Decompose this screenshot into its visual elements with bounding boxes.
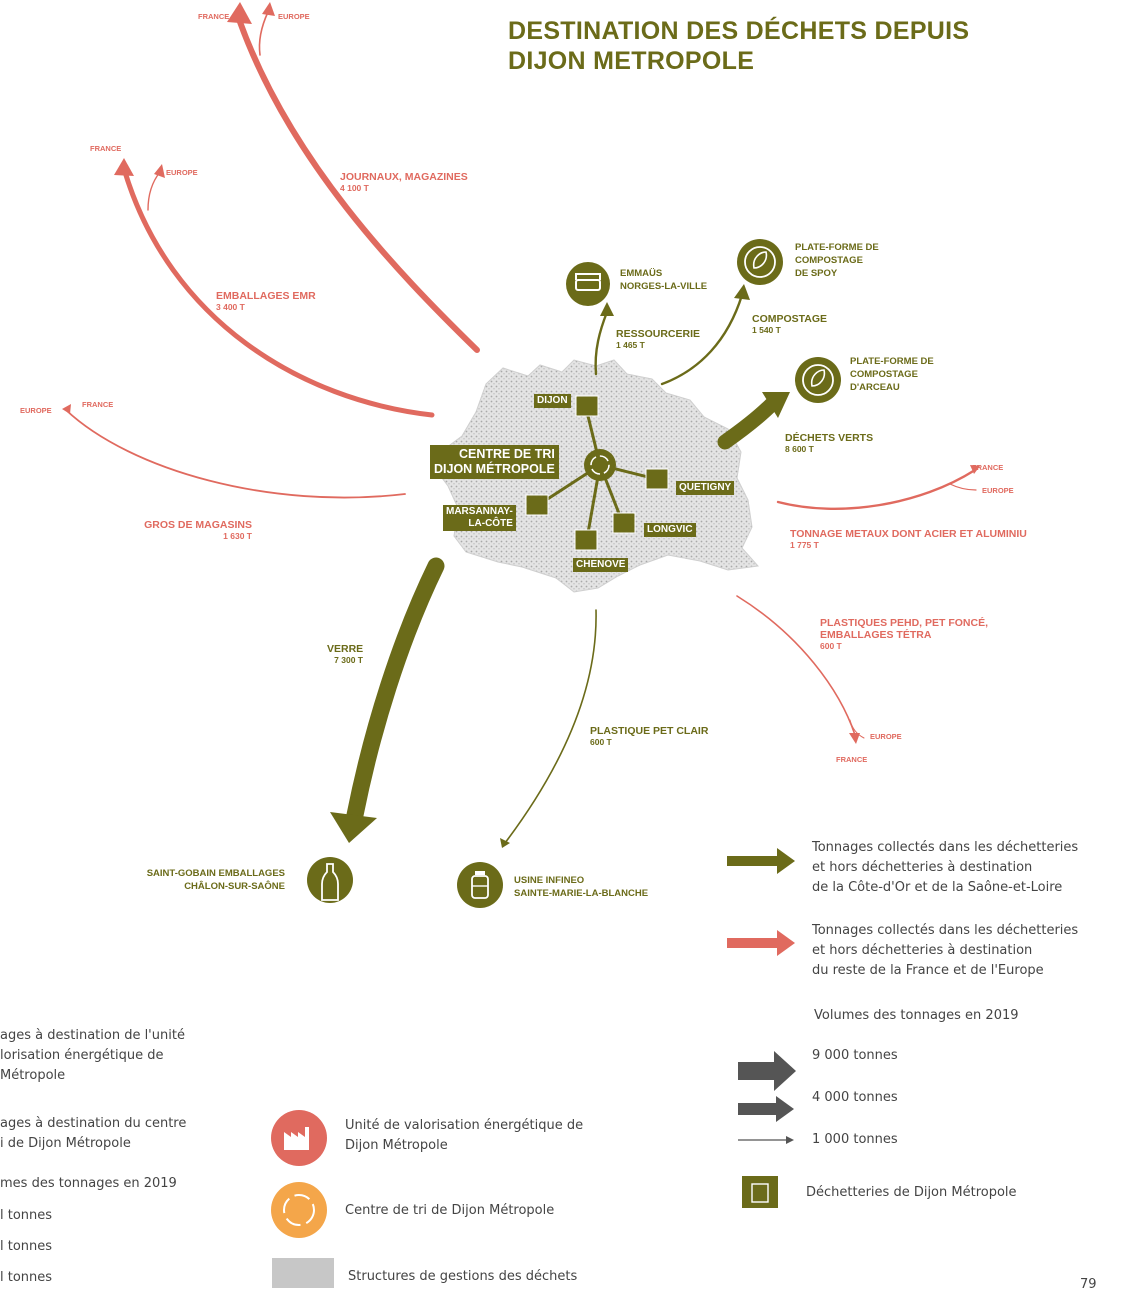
emmaus-icon <box>566 262 610 306</box>
flow-compostage: COMPOSTAGE 1 540 T <box>752 313 828 335</box>
arrow-ressourcerie <box>594 310 609 376</box>
dest-infineo: USINE INFINEO SAINTE-MARIE-LA-BLANCHE <box>514 875 649 899</box>
plastiques-dest-europe: EUROPE <box>870 732 902 741</box>
legend-centre-tri-label: Centre de tri de Dijon Métropole <box>345 1203 555 1218</box>
dechetterie-quetigny: QUETIGNY <box>676 481 735 495</box>
legend-left-t2: l tonnes <box>0 1239 53 1254</box>
centre-de-tri-label: CENTRE DE TRI DIJON MÉTROPOLE <box>430 445 559 479</box>
dechetterie-longvic: LONGVIC <box>644 523 696 537</box>
flow-journaux: JOURNAUX, MAGAZINES 4 100 T <box>340 171 468 193</box>
centre-recycle-icon <box>584 449 616 481</box>
flow-verre: VERRE 7 300 T <box>327 643 364 665</box>
legend-dechetteries: Déchetteries de Dijon Métropole <box>806 1185 1017 1200</box>
journaux-dest-france: FRANCE <box>198 12 230 21</box>
legend-red-text: Tonnages collectés dans les déchetteries… <box>812 923 1079 978</box>
uve-icon <box>271 1110 327 1166</box>
arrow-metaux <box>776 468 977 510</box>
legend-uve-tonnages: ages à destination de l'unité lorisation… <box>0 1028 185 1083</box>
structures-swatch <box>272 1258 334 1288</box>
flow-dechets-verts: DÉCHETS VERTS 8 600 T <box>785 432 874 454</box>
bottle-icon <box>307 857 353 903</box>
flow-plastiques: PLASTIQUES PEHD, PET FONCÉ, EMBALLAGES T… <box>820 617 989 651</box>
flow-pet-clair: PLASTIQUE PET CLAIR 600 T <box>590 725 709 747</box>
dechetterie-chenove: CHENOVE <box>573 558 629 572</box>
dechetterie-dijon: DIJON <box>534 394 571 408</box>
gros-dest-europe: EUROPE <box>20 406 52 415</box>
legend-olive-text: Tonnages collectés dans les déchetteries… <box>812 840 1079 895</box>
legend-volumes-title: Volumes des tonnages en 2019 <box>814 1008 1019 1023</box>
legend-left-volumes-title: mes des tonnages en 2019 <box>0 1176 177 1191</box>
arrow-gros <box>65 409 406 499</box>
flow-emr: EMBALLAGES EMR 3 400 T <box>216 290 316 312</box>
legend-left-t3: l tonnes <box>0 1270 53 1285</box>
flow-metaux: TONNAGE METAUX DONT ACIER ET ALUMINIU 1 … <box>790 528 1027 550</box>
legend-vol-1000: 1 000 tonnes <box>812 1132 898 1147</box>
plastiques-dest-france: FRANCE <box>836 755 868 764</box>
spoy-compost-icon <box>737 239 783 285</box>
arrow-dechets-verts <box>717 396 780 450</box>
dest-spoy: PLATE-FORME DE COMPOSTAGE DE SPOY <box>795 242 879 279</box>
arceau-compost-icon <box>795 357 841 403</box>
dest-arceau: PLATE-FORME DE COMPOSTAGE D'ARCEAU <box>850 356 934 393</box>
legend-uve-label: Unité de valorisation énergétique de Dij… <box>345 1118 584 1153</box>
page-number: 79 <box>1080 1277 1097 1292</box>
dest-emmaus: EMMAÜS NORGES-LA-VILLE <box>620 268 708 292</box>
arrow-plastiques <box>736 595 856 736</box>
metaux-dest-europe: EUROPE <box>982 486 1014 495</box>
arrow-verre <box>346 557 445 824</box>
arrow-compostage <box>660 293 744 386</box>
centre-tri-icon <box>271 1182 327 1238</box>
arrow-pet-clair <box>504 609 597 844</box>
legend-dechetterie-icon <box>742 1176 778 1208</box>
flow-gros-magasins: GROS DE MAGASINS 1 630 T <box>144 519 252 541</box>
legend-centre-tonnages: ages à destination du centre i de Dijon … <box>0 1116 187 1151</box>
dest-saint-gobain: SAINT-GOBAIN EMBALLAGES CHÂLON-SUR-SAÔNE <box>146 868 285 892</box>
legend-vol-4000: 4 000 tonnes <box>812 1090 898 1105</box>
legend-structures-label: Structures de gestions des déchets <box>348 1269 578 1284</box>
flow-ressourcerie: RESSOURCERIE 1 465 T <box>616 328 701 350</box>
arrow-emr <box>122 169 435 418</box>
emr-dest-europe: EUROPE <box>166 168 198 177</box>
plastic-bottle-icon <box>457 862 503 908</box>
legend-arrows <box>727 848 796 1144</box>
arrow-journaux <box>237 19 480 353</box>
page-title: DESTINATION DES DÉCHETS DEPUIS DIJON MET… <box>508 17 970 75</box>
metaux-dest-france: FRANCE <box>972 463 1004 472</box>
emr-dest-france: FRANCE <box>90 144 122 153</box>
dechetterie-marsannay: MARSANNAY- LA-CÔTE <box>443 505 516 531</box>
dechetterie-icon <box>525 395 669 551</box>
legend-vol-9000: 9 000 tonnes <box>812 1048 898 1063</box>
journaux-dest-europe: EUROPE <box>278 12 310 21</box>
gros-dest-france: FRANCE <box>82 400 114 409</box>
legend-left-t1: l tonnes <box>0 1208 53 1223</box>
